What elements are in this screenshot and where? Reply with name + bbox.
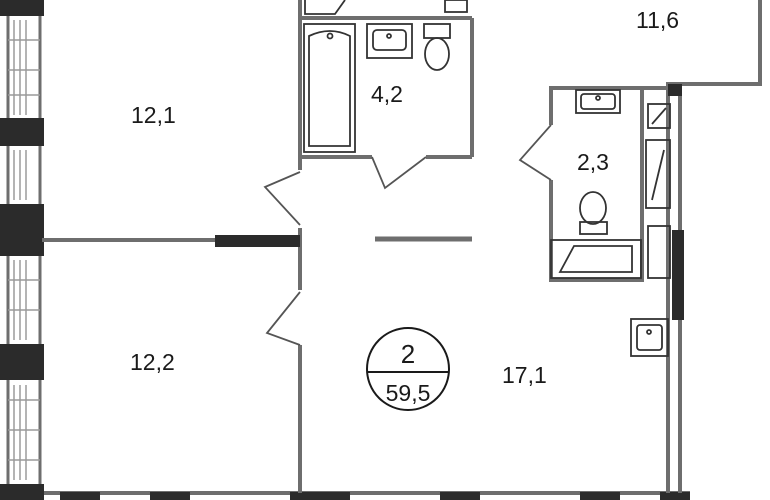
interior-walls: [42, 0, 762, 493]
dark-wall-segments: [215, 84, 684, 320]
room-area-bedroom-bottom-left: 12,2: [130, 349, 175, 375]
badge-total-area: 59,5: [386, 380, 431, 406]
left-exterior-wall: [0, 0, 44, 500]
room-area-living: 17,1: [502, 362, 547, 388]
bathroom-fixtures: [303, 0, 468, 153]
room-area-bathroom: 4,2: [371, 81, 403, 107]
doors: [263, 124, 552, 346]
bottom-exterior-wall: [44, 491, 690, 500]
room-area-toilet: 2,3: [577, 149, 609, 175]
apartment-badge: 2 59,5: [366, 327, 450, 411]
room-area-bedroom-top-left: 12,1: [131, 102, 176, 128]
toilet-fixtures: [550, 89, 671, 357]
badge-rooms-count: 2: [401, 339, 415, 369]
room-area-kitchen: 11,6: [636, 7, 679, 33]
